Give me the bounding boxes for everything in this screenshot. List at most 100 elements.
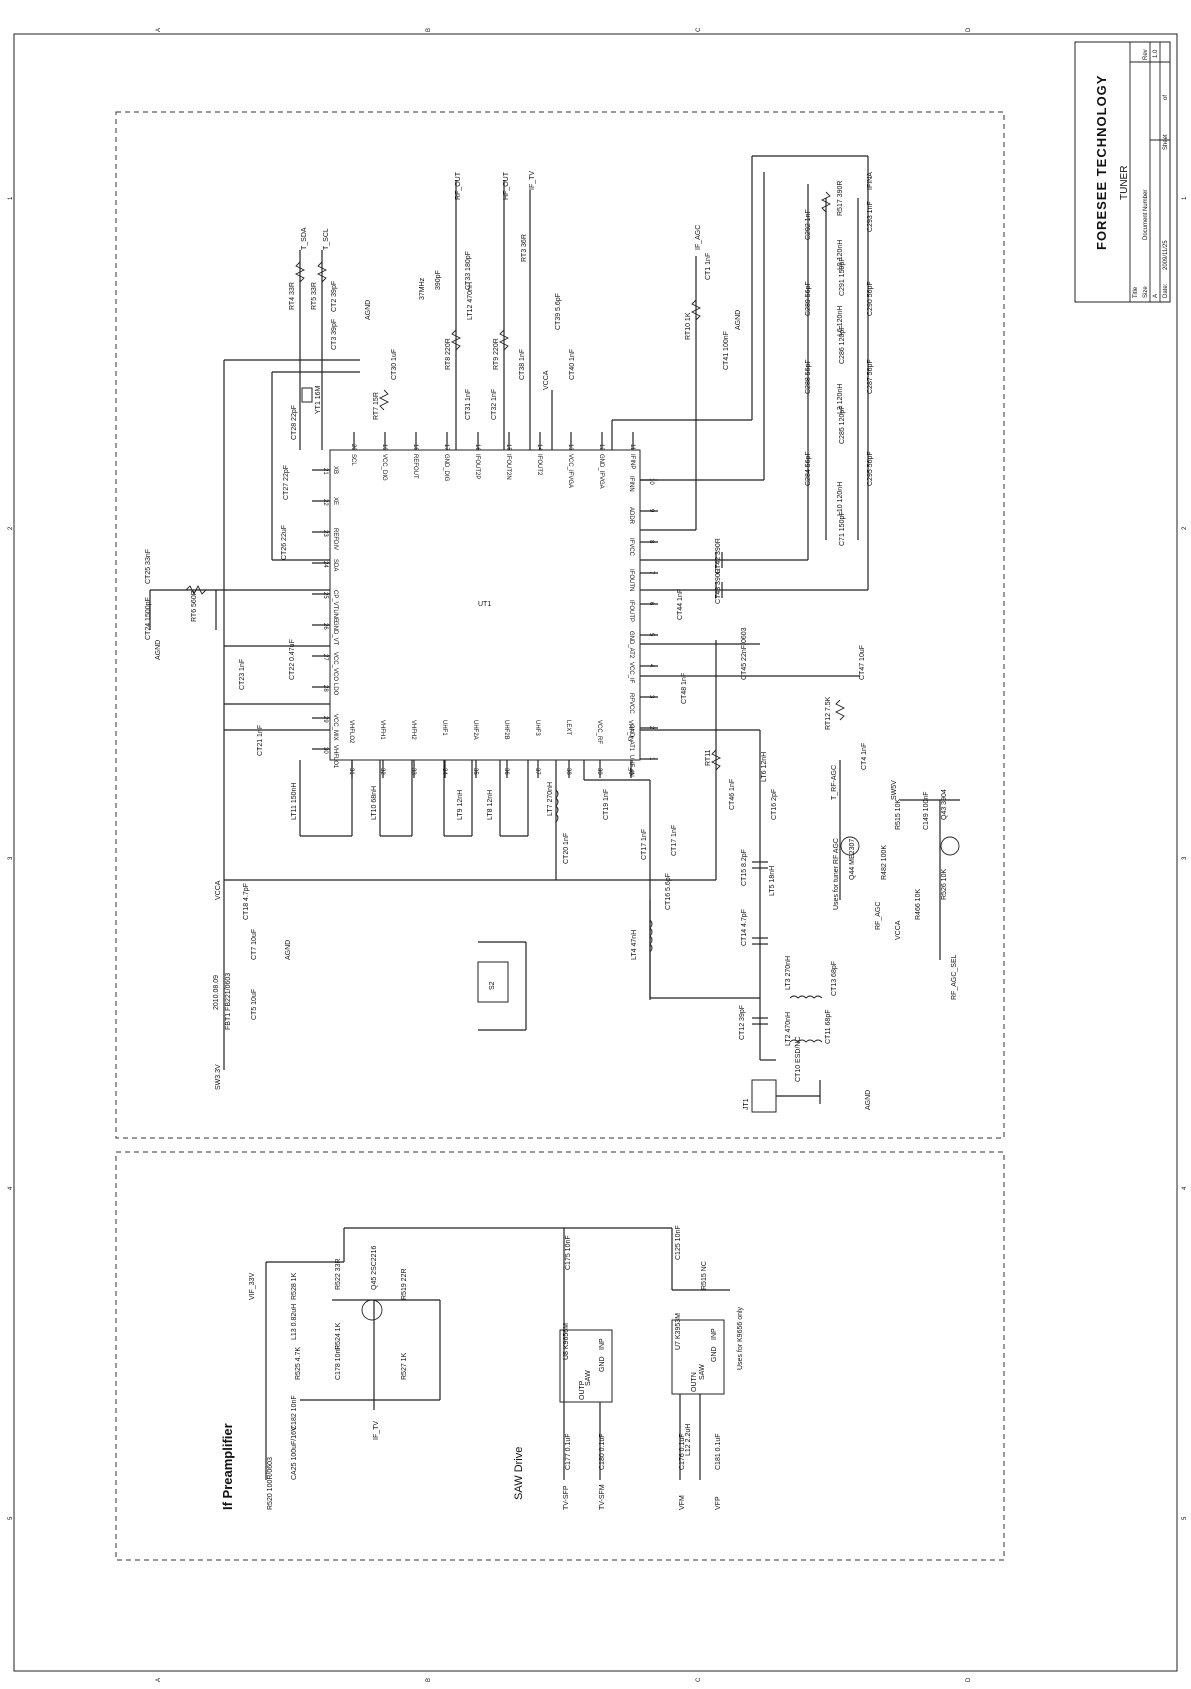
label-c177: C177 0.1uF bbox=[565, 1433, 572, 1470]
ic-pin-num: 4 bbox=[648, 664, 654, 668]
label-lt4-group: LT4 47nH bbox=[631, 930, 638, 960]
label-rt7: RT7 15R bbox=[373, 392, 380, 420]
label-rt4: RT4 33R bbox=[289, 282, 296, 310]
label-fbt1-date: 2010.08.09 bbox=[213, 975, 220, 1010]
label-u8: U8 K9656M bbox=[563, 1323, 570, 1360]
label-ct12: CT12 39pF bbox=[739, 1005, 746, 1040]
label-rt5-group: RT5 33R bbox=[311, 282, 318, 310]
net-agnd-5: AGND bbox=[865, 1090, 872, 1110]
label-u8-inp: INP bbox=[599, 1338, 606, 1350]
ic-pin-num: 24 bbox=[322, 561, 328, 568]
label-rt3: RT3 36R bbox=[521, 234, 528, 262]
label-ct18-group: CT18 4.7pF bbox=[243, 883, 250, 920]
switch-s2 bbox=[477, 961, 509, 1003]
border-row-mark-top-group: C bbox=[696, 27, 702, 32]
label-ct4-group: CT4 1nF bbox=[861, 743, 868, 770]
label-c176-group: C176 0.1uF bbox=[679, 1433, 686, 1470]
net-ifina: IFINA bbox=[867, 172, 874, 190]
label-r515-group: R515 10K bbox=[895, 799, 902, 830]
net-rf-out: RF_OUT bbox=[455, 171, 462, 200]
label-rt7-group: RT7 15R bbox=[373, 392, 380, 420]
label-ct16b-group: CT16 5.6pF bbox=[665, 873, 672, 910]
border-row-mark-top-group: B bbox=[426, 28, 432, 32]
net-agnd-3-group: AGND bbox=[285, 940, 292, 960]
label-u8-gnd: GND bbox=[599, 1356, 606, 1372]
net-ifina-group: IFINA bbox=[867, 172, 874, 190]
ic-pin-name: SCL bbox=[350, 454, 356, 466]
label-ct42: CT42 390R bbox=[715, 538, 722, 574]
ic-pin-name: IFOUTP bbox=[628, 600, 634, 622]
ic-pin-num: 8 bbox=[648, 540, 654, 544]
ic-pin-num: 36 bbox=[503, 768, 509, 775]
ic-pin-num: 7 bbox=[648, 571, 654, 575]
label-u8-outp-group: OUTP bbox=[579, 1380, 586, 1400]
ic-pin-num: 22 bbox=[322, 499, 328, 506]
label-c285: C285 120pF bbox=[839, 405, 846, 444]
ic-pin-num: 38 bbox=[565, 768, 571, 775]
ic-pin-name: REFDIV bbox=[332, 528, 338, 550]
net-agnd-2-group: AGND bbox=[155, 640, 162, 660]
label-r525: R525 4.7K bbox=[295, 1347, 302, 1380]
label-l10-group: L10 120nH bbox=[837, 482, 844, 516]
label-ct1: CT1 1nF bbox=[705, 253, 712, 280]
ic-pin-name-group: IFOUT2N bbox=[505, 454, 511, 480]
label-c149-group: C149 100nF bbox=[923, 791, 930, 830]
border-row-mark-bottom: D bbox=[966, 1677, 972, 1682]
ic-pin-num: 40 bbox=[627, 768, 633, 775]
ic-pin-name-group: ADDR bbox=[628, 507, 634, 525]
ic-pin-num-group: 22 bbox=[322, 499, 328, 506]
label-ct47: CT47 10uF bbox=[859, 645, 866, 680]
ic-pin-name-group: GND_IFVGA bbox=[598, 454, 604, 489]
label-lt3: LT3 270nH bbox=[785, 956, 792, 990]
label-note-agc-group: Uses for tuner RF AGC bbox=[833, 838, 840, 910]
capacitor-ct42 bbox=[715, 552, 723, 568]
label-ct16-group: CT16 2pF bbox=[771, 789, 778, 820]
ic-pin-num: 30 bbox=[322, 747, 328, 754]
label-ct16b: CT16 5.6pF bbox=[665, 873, 672, 910]
label-l13: L13 0.82uH bbox=[291, 1304, 298, 1340]
net-agnd-5-group: AGND bbox=[865, 1090, 872, 1110]
label-rt4-group: RT4 33R bbox=[289, 282, 296, 310]
label-ct45-group: CT45 22nF/0603 bbox=[741, 627, 748, 680]
label-ct33: CT33 180pF bbox=[465, 251, 472, 290]
title-block: FORESEE TECHNOLOGY TUNER Title Size Docu… bbox=[1074, 41, 1171, 303]
label-fbt1-date-group: 2010.08.09 bbox=[213, 975, 220, 1010]
ic-pin-num-group: 24 bbox=[322, 561, 328, 568]
ic-pin-num: 29 bbox=[322, 716, 328, 723]
label-ct31-group: CT31 1nF bbox=[465, 389, 472, 420]
ic-pin-name-group: UHF2B bbox=[503, 720, 509, 740]
label-c181: C181 0.1uF bbox=[715, 1433, 722, 1470]
border-row-mark-bottom-group: D bbox=[966, 1677, 972, 1682]
label-rt9-group: RT9 220R bbox=[493, 338, 500, 370]
net-if-agc-group: IF_AGC bbox=[695, 225, 702, 250]
border-col-mark-right: 3 bbox=[1182, 856, 1188, 860]
resistor-rt4 bbox=[294, 261, 306, 283]
label-l6: L6 120nH bbox=[837, 306, 844, 336]
label-r520: R520 100R/0603 bbox=[267, 1457, 274, 1510]
resistor-r517 bbox=[820, 191, 832, 213]
ic-ut1-ref: UT1 bbox=[478, 601, 491, 608]
net-agnd-3: AGND bbox=[285, 940, 292, 960]
ic-pin-name-group: VCC_RF bbox=[596, 720, 602, 744]
label-ct46: CT46 1nF bbox=[729, 779, 736, 810]
label-l10: L10 120nH bbox=[837, 482, 844, 516]
label-ct25: CT25 33nF bbox=[145, 549, 152, 584]
ic-pin-num-group: 7 bbox=[648, 571, 654, 575]
ic-pin-name: UHF2A bbox=[472, 720, 478, 740]
ic-pin-num-group: 18 bbox=[412, 444, 418, 451]
label-ct32-group: CT32 1nF bbox=[491, 389, 498, 420]
label-c175: C175 10nF bbox=[565, 1235, 572, 1270]
label-s2: S2 bbox=[489, 981, 496, 990]
ic-pin-name: IFOUTN bbox=[628, 569, 634, 591]
label-ct16: CT16 2pF bbox=[771, 789, 778, 820]
ic-pin-num: 21 bbox=[322, 468, 328, 475]
label-ct44: CT44 1nF bbox=[677, 589, 684, 620]
label-c149: C149 100nF bbox=[923, 791, 930, 830]
ic-pin-num-group: 32 bbox=[379, 768, 385, 775]
label-r482: R482 100K bbox=[881, 845, 888, 880]
ic-pin-num: 14 bbox=[536, 444, 542, 451]
net-hf-out: HF_OUT bbox=[503, 171, 510, 200]
ic-pin-num: 26 bbox=[322, 623, 328, 630]
border-col-mark-right-group: 2 bbox=[1182, 526, 1188, 530]
